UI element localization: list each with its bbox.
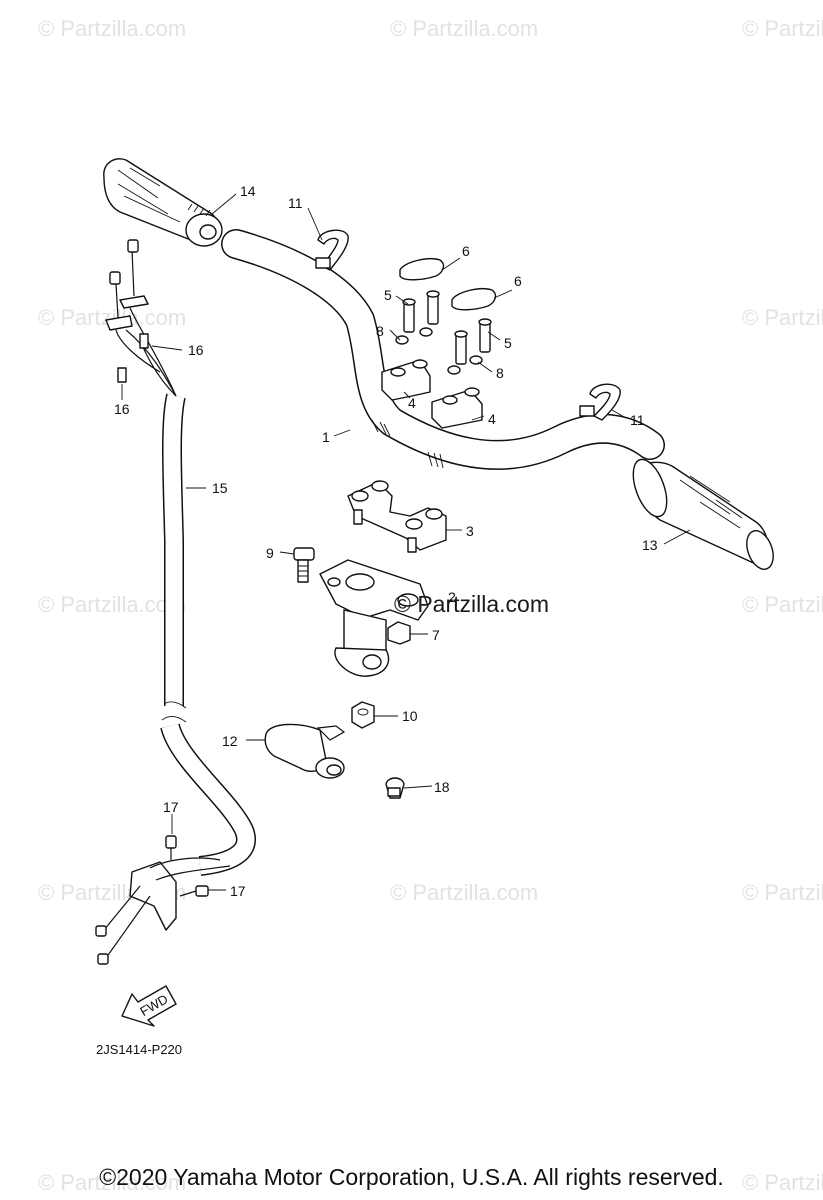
callout-8b: 8 (496, 365, 504, 381)
watermark-center: © Partzilla.com (394, 591, 549, 617)
callout-4a: 4 (408, 395, 416, 411)
upper-holder-left[interactable] (381, 359, 431, 401)
leader-lines (121, 193, 691, 891)
forward-arrow-icon: FWD (121, 985, 177, 1027)
callout-7: 7 (432, 627, 440, 643)
band-right[interactable] (579, 383, 621, 421)
callout-1: 1 (322, 429, 330, 445)
callout-13: 13 (642, 537, 658, 553)
watermark: © Partzilla.com (742, 1170, 823, 1195)
callout-14: 14 (240, 183, 256, 199)
callout-labels: 1 2 3 4 4 5 5 6 6 7 8 8 9 10 11 11 12 13… (114, 183, 658, 899)
callout-16a: 16 (188, 342, 204, 358)
bolt-9[interactable] (293, 547, 315, 583)
lower-cable-ends[interactable] (95, 835, 231, 965)
throttle-cable[interactable] (125, 329, 256, 876)
callout-11a: 11 (288, 195, 303, 211)
handlebar[interactable] (221, 229, 665, 470)
watermark: © Partzilla.com (38, 1170, 186, 1195)
right-grip[interactable] (627, 455, 779, 573)
callout-9: 9 (266, 545, 274, 561)
callout-17b: 17 (230, 883, 246, 899)
watermark: © Partzilla.com (742, 16, 823, 41)
upper-holder-right[interactable] (431, 387, 483, 429)
throttle-grip[interactable] (103, 158, 223, 247)
callout-16b: 16 (114, 401, 130, 417)
upper-cable-ends[interactable] (105, 239, 177, 397)
watermark: © Partzilla.com (742, 880, 823, 905)
watermark: © Partzilla.com (390, 880, 538, 905)
copyright-notice: ©2020 Yamaha Motor Corporation, U.S.A. A… (99, 1164, 724, 1190)
watermark-layer: © Partzilla.com © Partzilla.com © Partzi… (38, 16, 823, 1195)
nut-7[interactable] (387, 621, 411, 645)
watermark: © Partzilla.com (742, 592, 823, 617)
diagram-code: 2JS1414-P220 (96, 1042, 182, 1057)
upper-bracket[interactable] (319, 559, 429, 677)
holder-bolts[interactable] (402, 290, 492, 365)
watermark: © Partzilla.com (390, 16, 538, 41)
lower-holder[interactable] (347, 480, 447, 553)
callout-11b: 11 (630, 412, 645, 428)
clamp-18[interactable] (385, 777, 405, 799)
callout-18: 18 (434, 779, 450, 795)
callout-5b: 5 (504, 335, 512, 351)
nut-10[interactable] (351, 701, 375, 729)
watermark: © Partzilla.com (742, 305, 823, 330)
watermark: © Partzilla.com (38, 16, 186, 41)
band-left[interactable] (315, 229, 349, 271)
callout-3: 3 (466, 523, 474, 539)
callout-17a: 17 (163, 799, 179, 815)
throttle-housing[interactable] (264, 723, 346, 779)
callout-6b: 6 (514, 273, 522, 289)
callout-4b: 4 (488, 411, 496, 427)
callout-5a: 5 (384, 287, 392, 303)
callout-10: 10 (402, 708, 418, 724)
callout-8a: 8 (376, 323, 384, 339)
washers[interactable] (395, 327, 483, 375)
watermark: © Partzilla.com (38, 592, 186, 617)
callout-2: 2 (448, 589, 456, 605)
callout-15: 15 (212, 480, 228, 496)
callout-6a: 6 (462, 243, 470, 259)
callout-12: 12 (222, 733, 238, 749)
